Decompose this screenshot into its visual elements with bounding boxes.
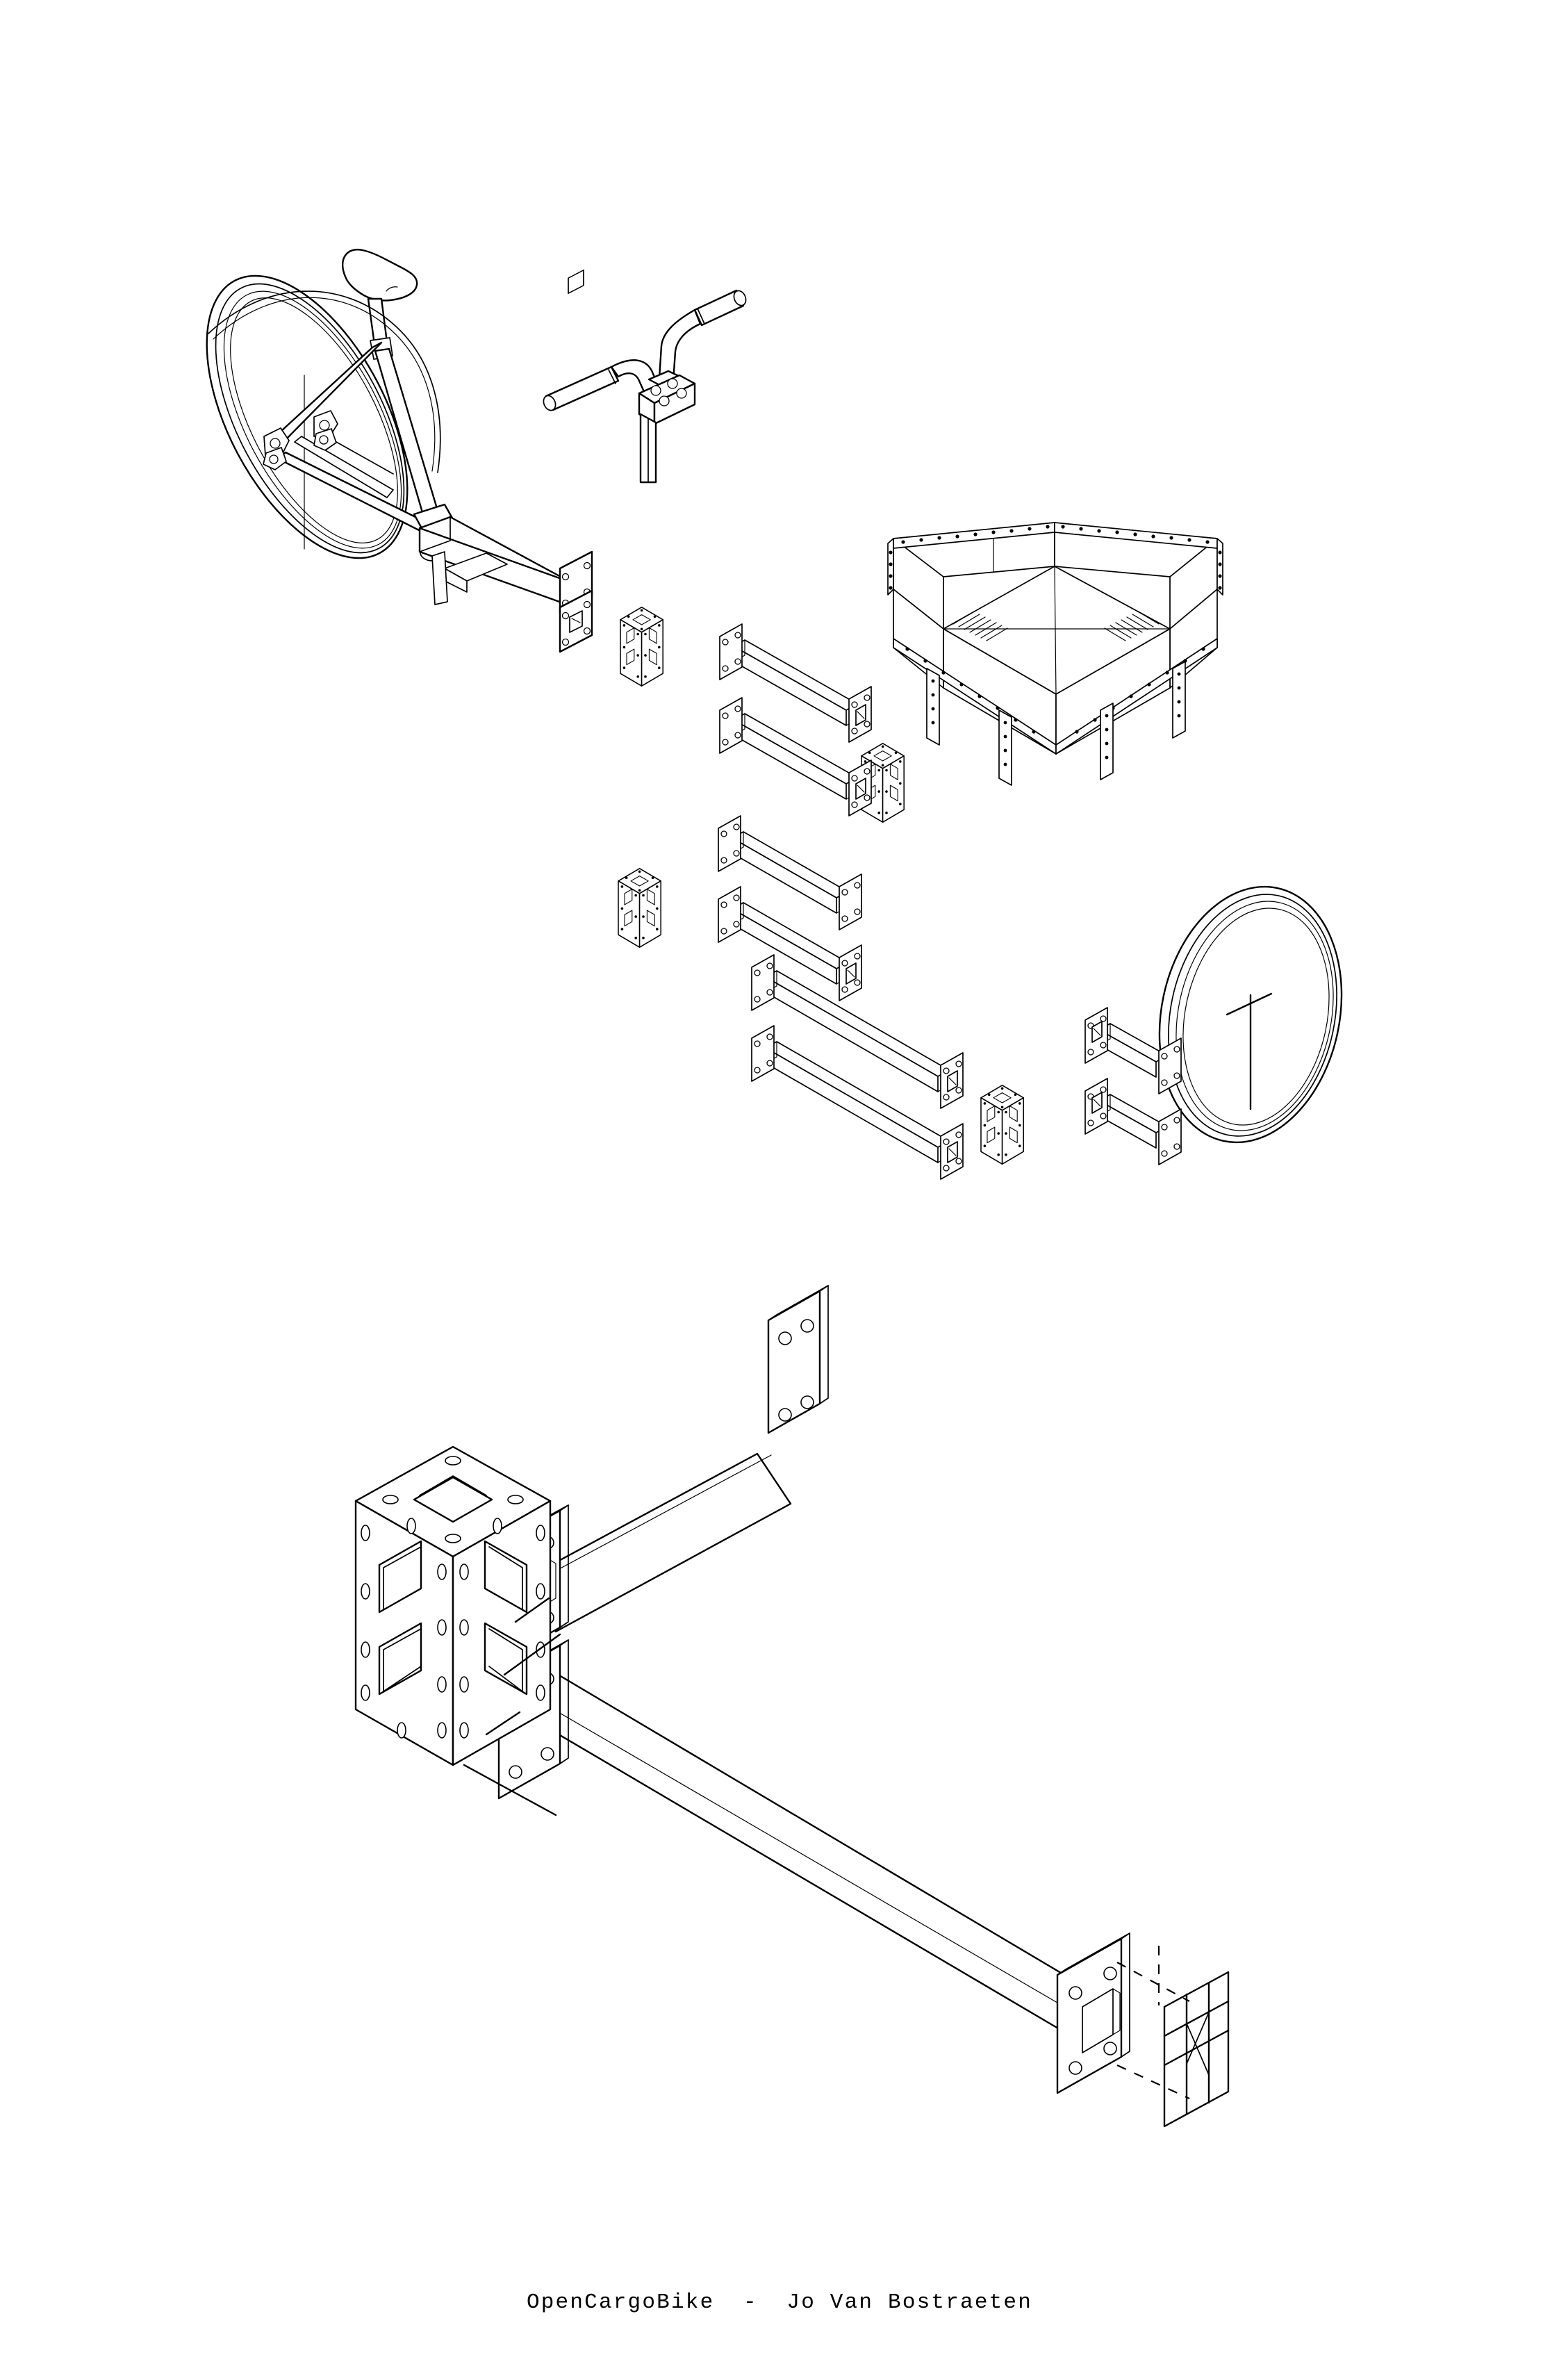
cargo-box (887, 522, 1223, 786)
node-top-bolt-holes (382, 1456, 524, 1543)
end-plate (1163, 1971, 1230, 2128)
tube-lower-far-flange (1056, 1932, 1130, 2094)
tube-lower (497, 1639, 1130, 2094)
medium-tube (718, 886, 862, 1001)
connector-node (980, 1085, 1024, 1165)
rear-beam-flanges (559, 269, 593, 653)
long-tube (751, 954, 964, 1109)
short-tube (719, 697, 872, 816)
medium-tube (718, 815, 862, 930)
connector-node (618, 868, 661, 948)
long-tube (751, 1025, 964, 1180)
box-mounting-leg (926, 661, 1186, 786)
connector-detail-view (354, 1285, 1230, 2128)
end-plate-exploded (1116, 1946, 1230, 2128)
fork-tube (1084, 1078, 1182, 1165)
dropout-lugs (263, 410, 338, 470)
fork-tube (1084, 1007, 1182, 1094)
tube-upper-far-flange (767, 1285, 829, 1434)
rear-frame-assembly (206, 248, 593, 653)
rear-extension-beam (418, 516, 572, 607)
exploded-assembly-view (206, 248, 1343, 1180)
handlebar-assembly (543, 289, 747, 484)
node-detail (354, 1445, 561, 1816)
box-rim-flange (887, 522, 1223, 596)
rear-flange-lower (559, 589, 593, 653)
rear-wheel (206, 274, 409, 559)
node-right-bolt-holes (459, 1518, 545, 1739)
connector-node (620, 607, 663, 687)
front-wheel (1158, 885, 1343, 1144)
short-tube (719, 623, 872, 743)
page-caption: OpenCargoBike - Jo Van Bostraeten (526, 2290, 1033, 2315)
node-left-bolt-holes (361, 1518, 447, 1739)
rear-flange-upper (559, 269, 593, 614)
